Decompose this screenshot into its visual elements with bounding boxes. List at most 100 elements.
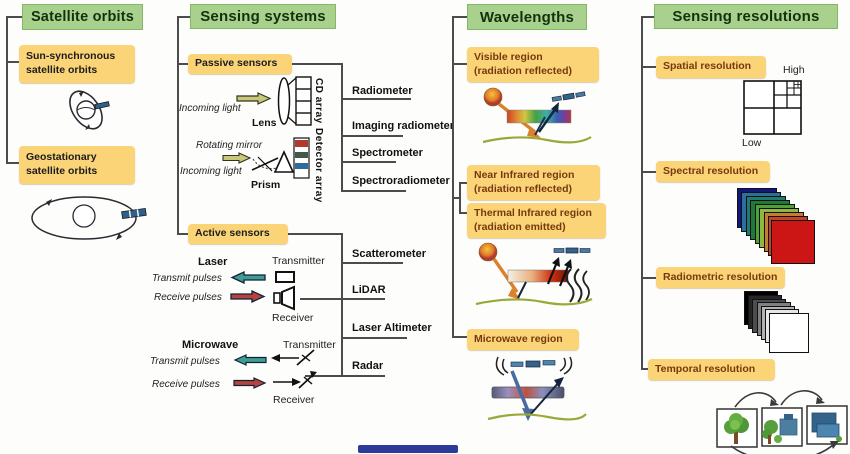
connector-line [341,161,396,163]
incoming-light-arrow-icon [236,92,272,105]
microwave-transmitter-label: Transmitter [283,339,336,351]
temporal-resolution-label: Temporal resolution [655,362,756,375]
transmit-pulse-arrow-icon [230,271,266,284]
wavelengths-title: Wavelengths [479,8,575,26]
laser-transmitter-icon [275,271,295,283]
connector-line [641,16,643,369]
detector-array-icon [293,137,310,179]
mirror-prism-icon [251,150,294,173]
connector-line [452,16,454,337]
active-type-scatterometer: Scatterometer [352,248,426,260]
thermal-infrared-line2: (radiation emitted) [474,220,566,233]
temporal-resolution-icon [716,390,848,454]
microwave-transmit-antenna-icon [271,349,315,366]
connector-line [305,375,385,377]
passive-type-spectroradiometer: Spectroradiometer [352,175,450,187]
radiometric-resolution-label: Radiometric resolution [663,270,778,283]
sun-synchronous-box: Sun-synchronous satellite orbits [19,45,135,83]
laser-label: Laser [198,256,228,268]
connector-line [6,16,8,164]
passive-sensors-label: Passive sensors [195,57,278,70]
incoming-light-arrow-icon [222,152,252,164]
spatial-high-label: High [783,64,805,76]
laser-receiver-icon [273,285,295,311]
lens-ccd-icon [277,76,312,126]
microwave-receive-pulses-label: Receive pulses [152,379,220,390]
spectral-resolution-box: Spectral resolution [656,161,770,182]
incoming-light-label-2: Incoming light [180,166,242,177]
laser-receive-pulses-label: Receive pulses [154,292,222,303]
passive-type-imaging-radiometer: Imaging radiometer [352,120,455,132]
geostationary-orbit-icon [31,196,147,240]
near-infrared-line1: Near Infrared region [474,168,575,181]
lens-label: Lens [252,117,277,129]
microwave-region-box: Microwave region [467,329,579,350]
radiometric-stack-icon [744,291,812,355]
sensing-resolutions-header: Sensing resolutions [654,4,838,29]
near-infrared-line2: (radiation reflected) [474,182,573,195]
connector-line [452,197,460,199]
spatial-resolution-box: Spatial resolution [656,56,766,78]
passive-sensors-box: Passive sensors [188,54,292,74]
microwave-label: Microwave [182,339,239,351]
connector-line [341,190,406,192]
satellite-orbits-title: Satellite orbits [30,9,135,25]
connector-line [459,212,467,214]
connector-line [177,16,190,18]
connector-line [641,16,654,18]
connector-line [177,16,179,234]
visible-region-illustration [482,87,592,144]
connector-line [341,135,403,137]
temporal-resolution-box: Temporal resolution [648,359,775,380]
prism-label: Prism [251,179,281,191]
rotating-mirror-label: Rotating mirror [196,140,263,151]
connector-line [452,16,467,18]
active-sensors-box: Active sensors [188,224,288,244]
connector-line [341,233,343,376]
sensing-resolutions-title: Sensing resolutions [672,8,820,25]
transmit-pulse-arrow-icon [233,354,267,366]
visible-region-line1: Visible region [474,50,543,63]
laser-transmit-pulses-label: Transmit pulses [152,273,222,284]
visible-region-box: Visible region (radiation reflected) [467,47,599,82]
spatial-resolution-label: Spatial resolution [663,60,752,73]
connector-line [459,182,461,213]
wavelengths-header: Wavelengths [467,4,587,30]
connector-line [177,233,188,235]
connector-line [641,277,656,279]
active-type-lidar: LiDAR [352,284,386,296]
sun-synchronous-orbit-icon [69,90,110,130]
active-type-radar: Radar [352,360,384,372]
infrared-illustration [475,242,593,306]
sun-synchronous-line2: satellite orbits [26,64,98,76]
microwave-transmit-pulses-label: Transmit pulses [150,356,220,367]
radiometric-resolution-box: Radiometric resolution [656,267,785,288]
active-sensors-label: Active sensors [195,227,270,240]
connector-line [341,262,403,264]
spatial-resolution-icon [743,80,802,135]
laser-transmitter-label: Transmitter [272,255,325,267]
connector-line [300,298,385,300]
visible-region-line2: (radiation reflected) [474,64,573,77]
geostationary-line1: Geostationary [26,151,97,164]
sun-synchronous-line1: Sun-synchronous [26,50,116,63]
connector-line [341,63,343,190]
connector-line [288,233,341,235]
receive-pulse-arrow-icon [230,290,266,303]
sensing-systems-title: Sensing systems [200,8,326,25]
detector-array-label: Detector array [313,128,324,203]
connector-line [452,63,467,65]
connector-line [341,98,411,100]
sensing-systems-header: Sensing systems [190,4,336,29]
incoming-light-label-1: Incoming light [179,103,241,114]
spectral-resolution-label: Spectral resolution [663,164,759,177]
thermal-infrared-box: Thermal Infrared region (radiation emitt… [467,203,606,238]
microwave-region-illustration [487,356,587,421]
spectral-bands-stack-icon [737,188,817,266]
connector-line [641,171,656,173]
connector-line [177,63,188,65]
passive-type-radiometer: Radiometer [352,85,413,97]
connector-line [459,182,467,184]
connector-line [452,336,467,338]
